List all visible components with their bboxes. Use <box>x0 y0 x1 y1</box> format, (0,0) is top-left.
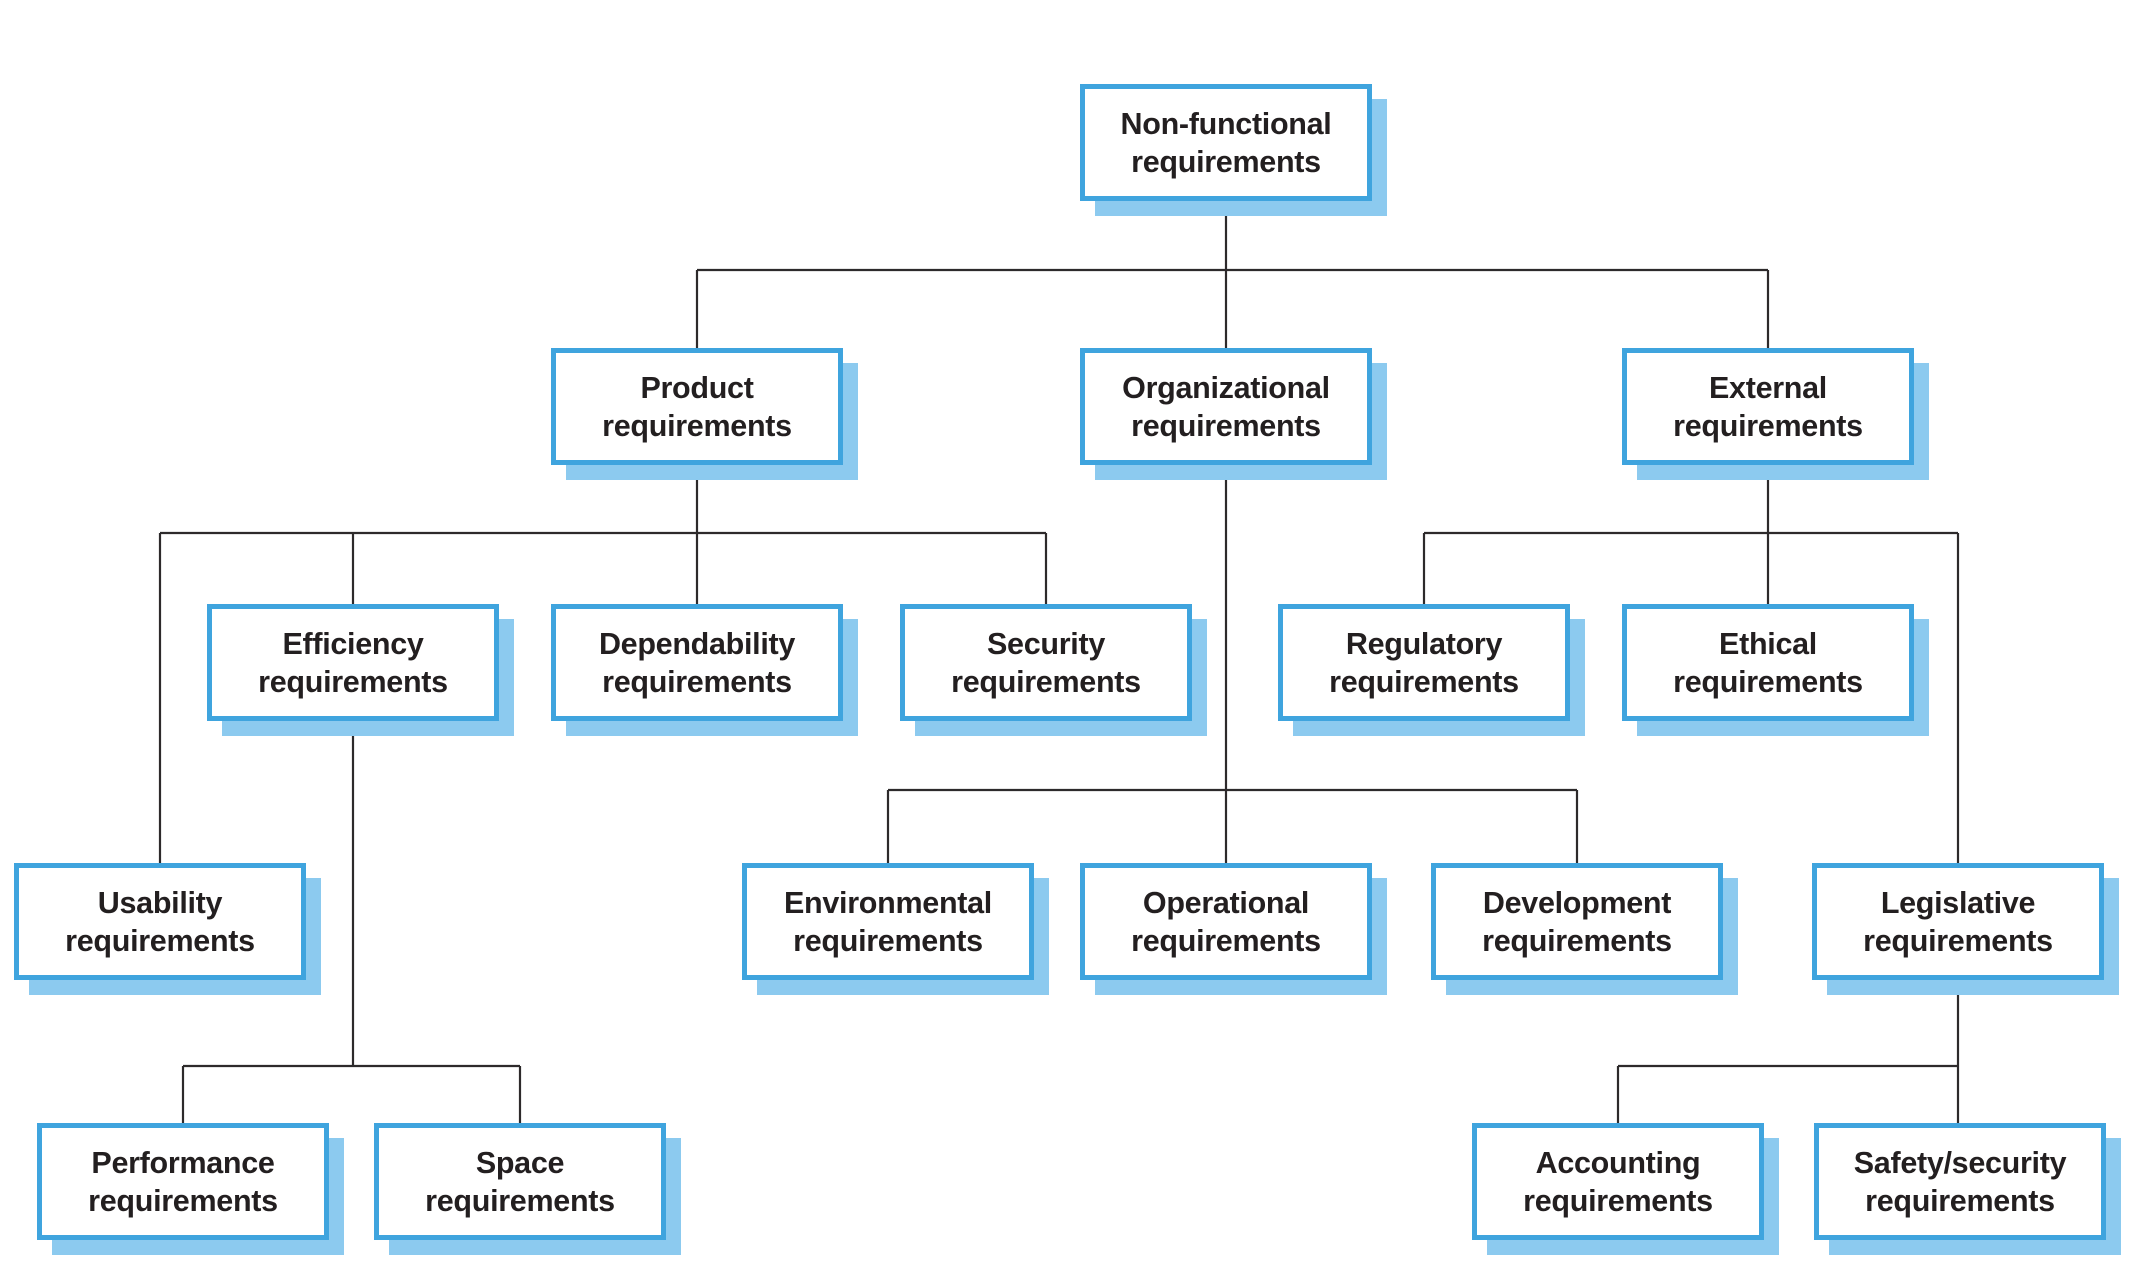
node-performance-requirements: Performance requirements <box>37 1123 329 1240</box>
node-organizational-requirements: Organizational requirements <box>1080 348 1372 465</box>
node-label: Ethical requirements <box>1673 626 1863 699</box>
connector-organizational-children <box>886 465 1579 863</box>
node-label: Non-functional requirements <box>1120 106 1332 179</box>
connector-legislative-children <box>1616 980 1960 1123</box>
node-usability-requirements: Usability requirements <box>14 863 306 980</box>
node-label: Security requirements <box>951 626 1141 699</box>
node-operational-requirements: Operational requirements <box>1080 863 1372 980</box>
node-label: Product requirements <box>602 370 792 443</box>
node-label: Regulatory requirements <box>1329 626 1519 699</box>
node-label: Dependability requirements <box>598 626 796 699</box>
node-label: Accounting requirements <box>1523 1145 1713 1218</box>
node-efficiency-requirements: Efficiency requirements <box>207 604 499 721</box>
node-label: Performance requirements <box>88 1145 278 1218</box>
node-development-requirements: Development requirements <box>1431 863 1723 980</box>
node-label: Development requirements <box>1482 885 1672 958</box>
connector-external-children <box>1422 465 1960 863</box>
node-label: External requirements <box>1673 370 1863 443</box>
node-security-requirements: Security requirements <box>900 604 1192 721</box>
node-label: Safety/security requirements <box>1853 1145 2067 1218</box>
node-ethical-requirements: Ethical requirements <box>1622 604 1914 721</box>
node-label: Operational requirements <box>1131 885 1321 958</box>
connector-root-to-level2 <box>695 201 1770 348</box>
node-environmental-requirements: Environmental requirements <box>742 863 1034 980</box>
node-label: Usability requirements <box>65 885 255 958</box>
node-accounting-requirements: Accounting requirements <box>1472 1123 1764 1240</box>
node-label: Legislative requirements <box>1863 885 2053 958</box>
node-space-requirements: Space requirements <box>374 1123 666 1240</box>
connector-product-children <box>158 465 1048 863</box>
node-dependability-requirements: Dependability requirements <box>551 604 843 721</box>
node-non-functional-requirements: Non-functional requirements <box>1080 84 1372 201</box>
node-external-requirements: External requirements <box>1622 348 1914 465</box>
node-product-requirements: Product requirements <box>551 348 843 465</box>
node-label: Environmental requirements <box>784 885 992 958</box>
node-legislative-requirements: Legislative requirements <box>1812 863 2104 980</box>
node-regulatory-requirements: Regulatory requirements <box>1278 604 1570 721</box>
connector-efficiency-children <box>181 721 522 1123</box>
node-label: Space requirements <box>425 1145 615 1218</box>
node-label: Organizational requirements <box>1122 370 1330 443</box>
node-label: Efficiency requirements <box>258 626 448 699</box>
node-safety-security-requirements: Safety/security requirements <box>1814 1123 2106 1240</box>
